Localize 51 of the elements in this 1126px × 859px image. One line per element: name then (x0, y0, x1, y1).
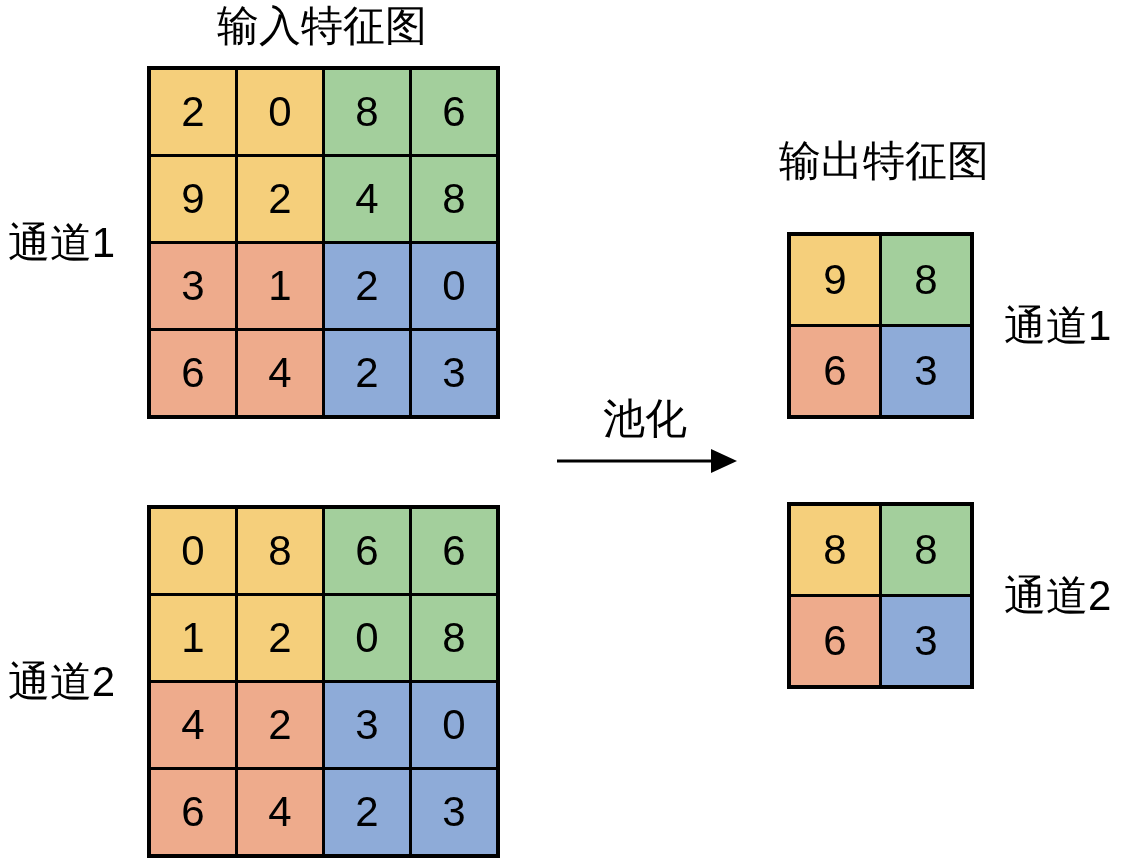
feature-value-cell: 9 (791, 236, 879, 324)
feature-value-cell: 2 (238, 157, 322, 241)
channel-label: 通道2 (1004, 574, 1112, 617)
feature-value-cell: 0 (151, 509, 235, 593)
feature-value-cell: 8 (325, 70, 409, 154)
feature-value-cell: 6 (412, 509, 496, 593)
feature-map-grid (787, 502, 974, 689)
feature-value-cell: 2 (325, 331, 409, 415)
feature-value-cell: 9 (151, 157, 235, 241)
feature-value-cell: 0 (412, 244, 496, 328)
feature-value-cell: 0 (325, 596, 409, 680)
feature-map-grid (147, 505, 500, 858)
heading-text: 输入特征图 (216, 5, 428, 47)
feature-value-cell: 1 (151, 596, 235, 680)
feature-value-cell: 3 (151, 244, 235, 328)
feature-value-cell: 0 (412, 683, 496, 767)
feature-value-cell: 4 (238, 331, 322, 415)
feature-value-cell: 6 (151, 770, 235, 854)
feature-map-grid (787, 232, 974, 419)
feature-value-cell: 1 (238, 244, 322, 328)
feature-value-cell: 6 (325, 509, 409, 593)
channel-label: 通道2 (7, 660, 115, 703)
heading-text: 输出特征图 (778, 140, 990, 182)
feature-value-cell: 8 (412, 596, 496, 680)
feature-value-cell: 6 (791, 597, 879, 685)
feature-value-cell: 3 (882, 327, 970, 415)
feature-value-cell: 6 (412, 70, 496, 154)
feature-map-grid (147, 66, 500, 419)
channel-label: 通道1 (7, 221, 115, 264)
feature-value-cell: 8 (791, 506, 879, 594)
feature-value-cell: 8 (882, 506, 970, 594)
feature-value-cell: 2 (238, 683, 322, 767)
feature-value-cell: 8 (882, 236, 970, 324)
feature-value-cell: 4 (151, 683, 235, 767)
feature-value-cell: 8 (412, 157, 496, 241)
feature-value-cell: 3 (882, 597, 970, 685)
feature-value-cell: 2 (325, 244, 409, 328)
feature-value-cell: 2 (238, 596, 322, 680)
feature-value-cell: 2 (325, 770, 409, 854)
feature-value-cell: 6 (791, 327, 879, 415)
feature-value-cell: 0 (238, 70, 322, 154)
feature-value-cell: 4 (325, 157, 409, 241)
heading-text: 池化 (602, 398, 688, 440)
feature-value-cell: 8 (238, 509, 322, 593)
channel-label: 通道1 (1004, 304, 1112, 347)
feature-value-cell: 3 (325, 683, 409, 767)
feature-value-cell: 6 (151, 331, 235, 415)
feature-value-cell: 4 (238, 770, 322, 854)
feature-value-cell: 3 (412, 331, 496, 415)
feature-value-cell: 3 (412, 770, 496, 854)
feature-value-cell: 2 (151, 70, 235, 154)
